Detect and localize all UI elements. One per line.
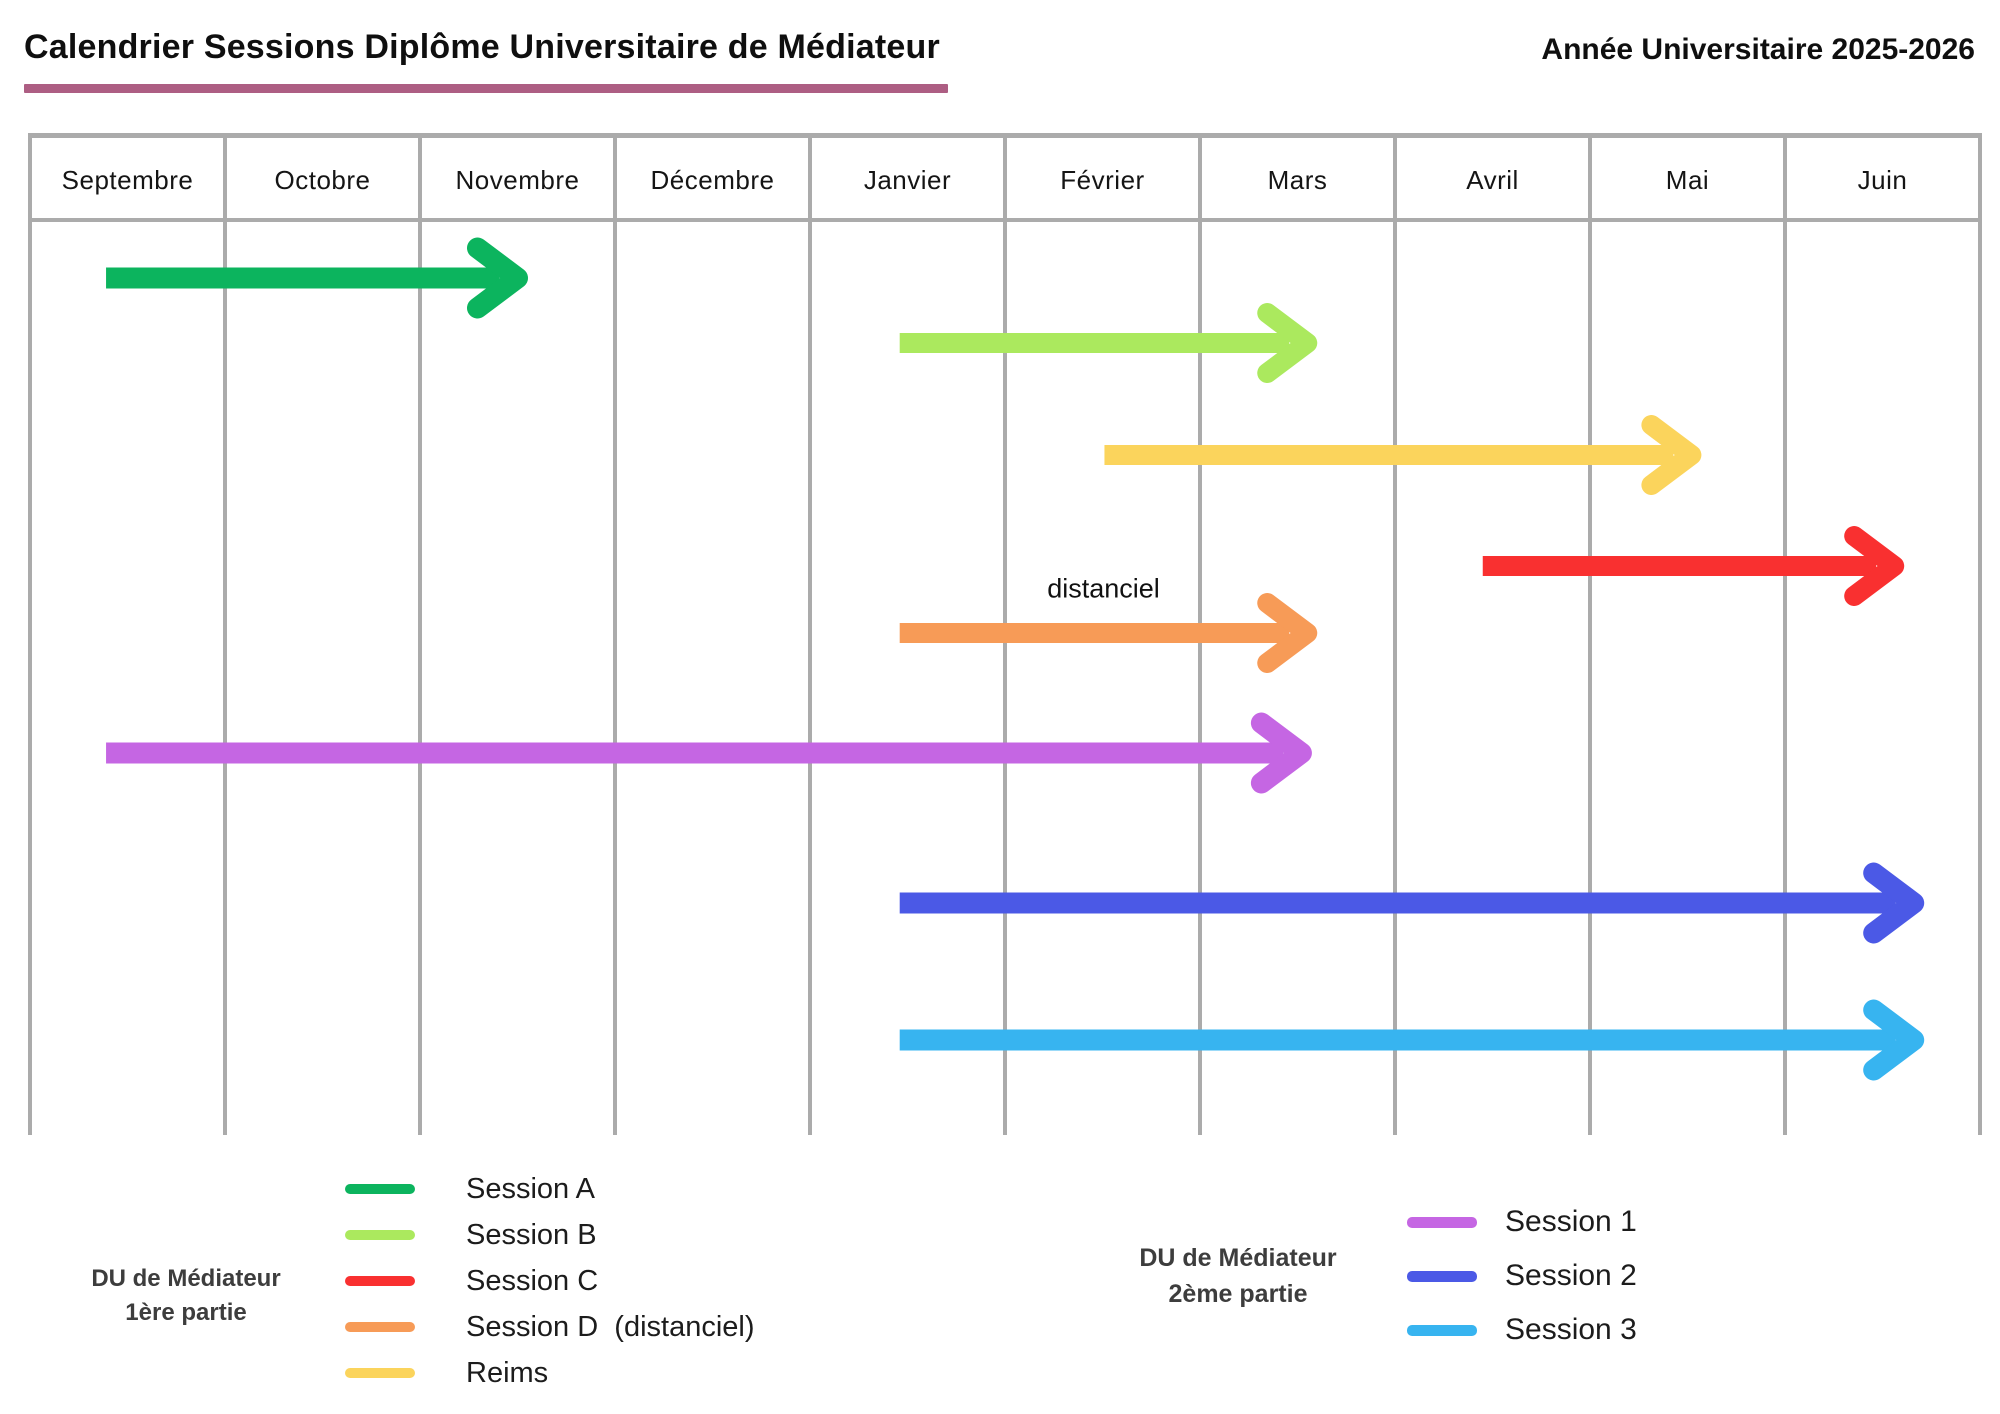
annotation-distanciel: distanciel bbox=[1047, 573, 1160, 604]
legend-item-session-b: Session B bbox=[345, 1212, 755, 1258]
gridline-vertical bbox=[1783, 138, 1787, 1135]
gridline-vertical bbox=[1588, 138, 1592, 1135]
arrow-head bbox=[1863, 999, 1925, 1081]
month-header-novembre: Novembre bbox=[455, 164, 580, 195]
arrow-head bbox=[1257, 303, 1318, 383]
legend-item-session-d-distanciel: Session D (distanciel) bbox=[345, 1304, 755, 1350]
legend-item-label: Session D (distanciel) bbox=[466, 1310, 755, 1343]
arrow-head bbox=[1844, 526, 1905, 606]
legend-item-session-c: Session C bbox=[345, 1258, 755, 1304]
arrow-head bbox=[467, 237, 528, 319]
legend-part1-title-line1: DU de Médiateur bbox=[91, 1265, 281, 1292]
legend-swatch bbox=[345, 1322, 415, 1332]
arrow-session-a bbox=[106, 237, 528, 319]
month-header-decembre: Décembre bbox=[650, 164, 775, 195]
gridline-vertical bbox=[1003, 138, 1007, 1135]
gridline-vertical bbox=[223, 138, 227, 1135]
legend-item-reims: Reims bbox=[345, 1350, 755, 1396]
month-header-fevrier: Février bbox=[1060, 164, 1145, 195]
legend-part1-title-line2: 1ère partie bbox=[125, 1299, 247, 1326]
month-header-janvier: Janvier bbox=[863, 164, 952, 195]
arrow-session-c bbox=[1482, 526, 1905, 606]
arrow-head bbox=[1257, 593, 1318, 673]
month-header-mai: Mai bbox=[1665, 164, 1710, 195]
legend-item-label: Reims bbox=[466, 1356, 549, 1389]
legend-item-session-2: Session 2 bbox=[1407, 1249, 1637, 1303]
arrow-session-1 bbox=[106, 712, 1312, 794]
gridline-table-top bbox=[28, 133, 1982, 138]
academic-year-label: Année Universitaire 2025-2026 bbox=[1541, 33, 1975, 66]
legend-item-label: Session 1 bbox=[1505, 1205, 1637, 1238]
arrow-head bbox=[1863, 862, 1925, 944]
legend-item-session-a: Session A bbox=[345, 1166, 755, 1212]
legend-part2-title-line2: 2ème partie bbox=[1168, 1280, 1308, 1308]
legend-swatch bbox=[345, 1230, 415, 1240]
gridline-header-bottom bbox=[28, 218, 1982, 222]
gridline-vertical bbox=[808, 138, 812, 1135]
legend-item-label: Session A bbox=[466, 1172, 595, 1205]
legend-swatch bbox=[1407, 1270, 1477, 1282]
gridline-vertical bbox=[28, 138, 32, 1135]
title-underline bbox=[24, 84, 948, 93]
legend-part2-title: DU de Médiateur 2ème partie bbox=[1088, 1240, 1388, 1312]
arrow-reims bbox=[1104, 415, 1702, 495]
month-header-mars: Mars bbox=[1267, 164, 1328, 195]
legend-swatch bbox=[1407, 1216, 1477, 1228]
gridline-vertical bbox=[613, 138, 617, 1135]
legend-item-session-1: Session 1 bbox=[1407, 1195, 1637, 1249]
arrow-head bbox=[1641, 415, 1702, 495]
legend-swatch bbox=[345, 1184, 415, 1194]
legend-part2-items: Session 1 Session 2 Session 3 bbox=[1407, 1195, 1637, 1357]
gridline-vertical bbox=[1978, 138, 1982, 1135]
arrow-session-3 bbox=[899, 999, 1925, 1081]
gridline-vertical bbox=[418, 138, 422, 1135]
legend-item-label: Session B bbox=[466, 1218, 597, 1251]
legend-swatch bbox=[1407, 1324, 1477, 1336]
month-header-octobre: Octobre bbox=[274, 164, 371, 195]
legend-part1-items: Session A Session B Session C Session D (di… bbox=[345, 1166, 755, 1396]
month-header-avril: Avril bbox=[1466, 164, 1519, 195]
arrow-session-b bbox=[899, 303, 1318, 383]
gridline-vertical bbox=[1198, 138, 1202, 1135]
legend-part1-title: DU de Médiateur 1ère partie bbox=[36, 1262, 336, 1330]
page-title: Calendrier Sessions Diplôme Universitair… bbox=[24, 28, 940, 66]
legend-item-session-3: Session 3 bbox=[1407, 1303, 1637, 1357]
legend-item-label: Session 2 bbox=[1505, 1259, 1637, 1292]
legend-item-label: Session C bbox=[466, 1264, 599, 1297]
arrow-session-2 bbox=[899, 862, 1925, 944]
month-header-juin: Juin bbox=[1857, 164, 1908, 195]
legend-item-label: Session 3 bbox=[1505, 1313, 1637, 1346]
gridline-vertical bbox=[1393, 138, 1397, 1135]
legend-swatch bbox=[345, 1276, 415, 1286]
arrow-session-d bbox=[899, 593, 1318, 673]
legend-swatch bbox=[345, 1368, 415, 1378]
arrow-head bbox=[1250, 712, 1312, 794]
month-header-septembre: Septembre bbox=[61, 164, 194, 195]
legend-part2-title-line1: DU de Médiateur bbox=[1139, 1244, 1337, 1272]
